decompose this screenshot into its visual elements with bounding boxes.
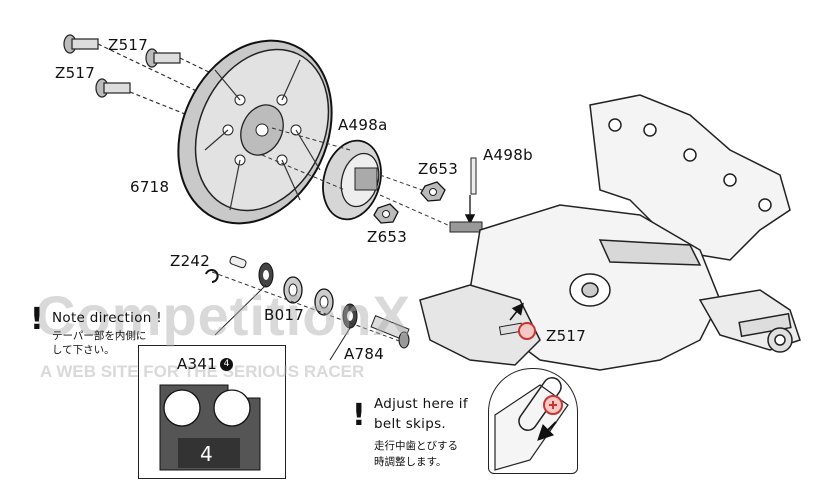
note-direction-jp-2: して下さい。 [52,344,115,356]
screw-z517-lower [498,302,536,340]
label-6718: 6718 [130,178,170,196]
spacer-number: 4 [200,442,214,466]
washer-left [258,262,274,288]
chassis-assembly [419,94,801,371]
label-a498b: A498b [483,146,533,164]
pulley-a498a [261,127,382,221]
screw-z517-top [63,34,206,96]
shaft-a784 [211,271,410,349]
leader-lines [214,284,351,361]
note-adjust-jp-1: 走行中歯とびする [374,440,458,452]
a341-callout-box [138,345,286,479]
spacer-detail [159,384,261,471]
nut-z653-upper [379,174,446,202]
label-a341-text: A341 [177,355,218,373]
watermark-main: CompetitionX [35,284,411,347]
pin-z242 [205,255,247,283]
adjust-callout-box [488,368,578,474]
watermark-sub: A WEB SITE FOR THE SERIOUS RACER [40,362,365,381]
label-z653-lower: Z653 [367,228,408,246]
label-a784: A784 [344,345,385,363]
note-direction-en: Note direction ! [52,310,162,326]
bearing-b017-1 [283,276,303,304]
note-adjust-en-2: belt skips. [374,416,447,432]
label-z517-left: Z517 [55,64,96,82]
label-z653-upper: Z653 [418,160,459,178]
bearing-b017-2 [314,288,334,316]
note-adjust-en-1: Adjust here if [374,396,468,412]
label-b017: B017 [264,306,305,324]
label-z517-lower: Z517 [546,327,587,345]
nut-z653-lower [373,203,399,224]
shaft-a498b [379,157,483,233]
label-a498a: A498a [338,116,388,134]
warning-icon-adjust: ! [352,398,366,433]
warning-icon-direction: ! [30,302,44,337]
note-adjust-jp-2: 時調整します。 [374,456,447,468]
screw-z517-low [95,78,196,119]
screw-z517-mid [145,48,216,76]
note-direction-jp-1: テーパー部を内側に [52,330,147,342]
label-a341-badge: 4 [220,358,234,371]
label-z242: Z242 [170,252,211,270]
label-z517-top-right: Z517 [108,36,149,54]
gear-6718 [177,39,333,225]
